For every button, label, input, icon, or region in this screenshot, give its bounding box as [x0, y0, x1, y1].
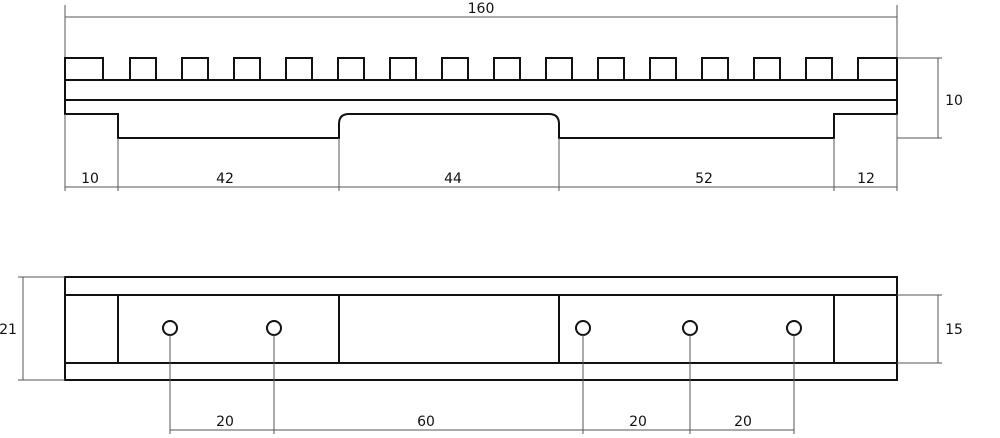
rail-lower-profile — [64, 100, 898, 139]
rail-top-slots — [64, 57, 898, 81]
segment-label-2: 44 — [444, 171, 462, 187]
hole-spacing-label-2: 20 — [629, 414, 647, 430]
slot-width-label: 15 — [945, 322, 963, 338]
mounting-hole-3 — [682, 320, 698, 336]
rail-middle-band — [64, 79, 898, 101]
segment-label-4: 12 — [857, 171, 875, 187]
hole-spacing-label-3: 20 — [734, 414, 752, 430]
bottom-view: 21 15 20 60 20 20 — [0, 276, 963, 434]
mounting-hole-4 — [786, 320, 802, 336]
height-label: 10 — [945, 93, 963, 109]
segment-label-1: 42 — [216, 171, 234, 187]
mounting-hole-1 — [266, 320, 282, 336]
mounting-hole-2 — [575, 320, 591, 336]
hole-spacing-label-1: 60 — [417, 414, 435, 430]
top-view: 160 10 10 42 44 52 12 — [64, 1, 963, 191]
segment-label-3: 52 — [695, 171, 713, 187]
width-label: 21 — [0, 322, 17, 338]
base-outline — [64, 276, 898, 381]
segment-label-0: 10 — [81, 171, 99, 187]
mounting-hole-0 — [162, 320, 178, 336]
hole-spacing-label-0: 20 — [216, 414, 234, 430]
overall-length-label: 160 — [468, 1, 495, 17]
